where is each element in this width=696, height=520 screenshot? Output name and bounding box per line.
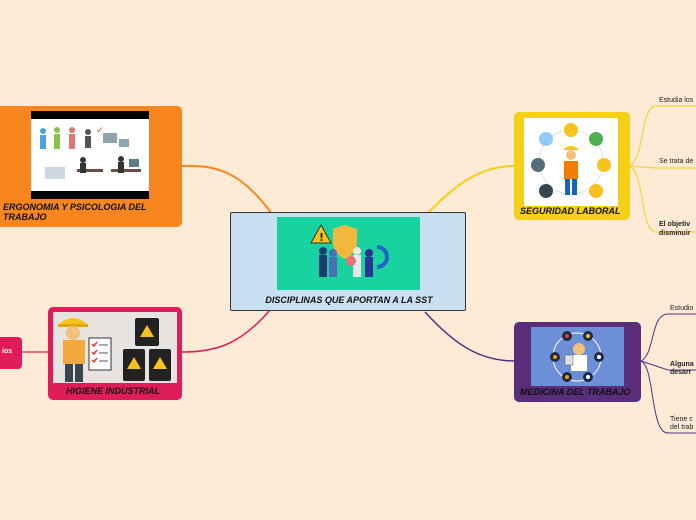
seguridad-subtopic-3a[interactable]: El objetiv <box>659 221 691 228</box>
medicina-image <box>531 327 624 386</box>
medicina-title: MEDICINA DEL TRABAJO <box>520 387 631 397</box>
medicina-subtopic-3a[interactable]: Tiene c <box>670 416 693 423</box>
central-title: DISCIPLINAS QUE APORTAN A LA SST <box>265 295 433 305</box>
seguridad-subtopic-1[interactable]: Estudia los <box>659 97 694 104</box>
connector-medicina-sub <box>640 313 696 434</box>
medicina-subtopic-3b: del trab <box>670 424 694 431</box>
topic-higiene[interactable]: HIGIENE INDUSTRIAL <box>48 307 182 400</box>
higiene-subtopic-label: ios <box>2 348 13 355</box>
ergonomia-title: ERGONOMIA Y PSICOLOGIA DEL TRABAJO <box>3 202 147 222</box>
connector-seguridad-sub <box>628 105 696 233</box>
seguridad-subtopic-3b: disminuir <box>659 230 691 237</box>
topic-ergonomia[interactable]: ✓ ERGONOMIA Y PSICOLOGIA DEL TRABAJO <box>0 106 182 227</box>
svg-text:!: ! <box>319 231 324 244</box>
topic-medicina[interactable]: MEDICINA DEL TRABAJO <box>514 322 641 402</box>
central-topic[interactable]: ! DISCIPLINAS QUE APORTAN A LA SST <box>230 212 466 311</box>
medicina-subtopic-1[interactable]: Estudio <box>670 305 694 312</box>
ergonomia-image: ✓ <box>31 111 149 199</box>
seguridad-image <box>524 118 618 206</box>
higiene-title: HIGIENE INDUSTRIAL <box>66 386 161 396</box>
connector-medicina <box>424 311 516 362</box>
medicina-subtopic-2a[interactable]: Alguna <box>670 361 694 368</box>
central-image: ! <box>277 217 420 290</box>
svg-text:✓: ✓ <box>96 126 104 136</box>
connector-higiene <box>181 309 271 353</box>
topic-seguridad[interactable]: SEGURIDAD LABORAL <box>514 112 630 220</box>
seguridad-title: SEGURIDAD LABORAL <box>520 206 621 216</box>
medicina-subtopic-2b: desarr <box>670 369 692 376</box>
connector-seguridad <box>427 165 515 214</box>
connector-ergonomia <box>181 164 273 215</box>
higiene-image <box>53 312 177 383</box>
seguridad-subtopic-2[interactable]: Se trata de <box>659 158 694 165</box>
higiene-subtopic[interactable]: ios <box>0 337 22 369</box>
